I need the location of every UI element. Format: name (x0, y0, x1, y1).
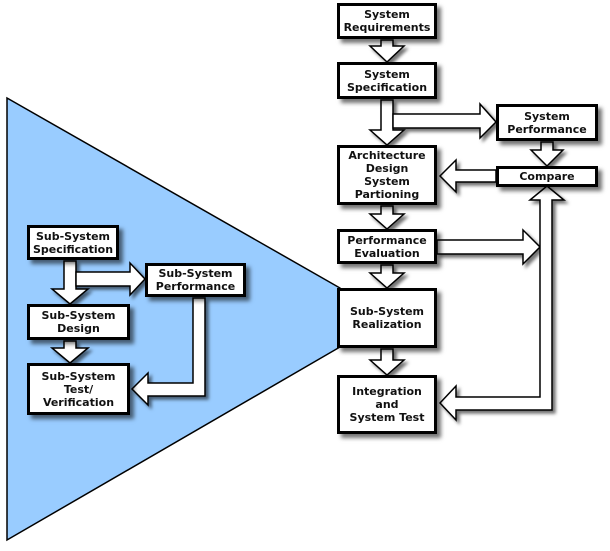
arrow-specification-to-performance (392, 102, 498, 140)
arrow-specification-to-architecture (368, 99, 406, 147)
arrow-requirements-to-specification (368, 39, 406, 64)
arrow-compare-to-architecture (438, 158, 497, 194)
arrow-evaluation-to-realization (368, 264, 406, 290)
subsystem-realization-box: Sub-System Realization (337, 288, 437, 348)
integration-system-test-box: Integration and System Test (337, 375, 437, 434)
arrow-feedback-loop (438, 185, 567, 422)
subsystem-test-verification-box: Sub-System Test/ Verification (27, 363, 130, 415)
arrow-performance-to-compare (529, 141, 565, 168)
arrow-subspec-to-subdesign (49, 260, 91, 305)
performance-evaluation-box: Performance Evaluation (337, 229, 437, 264)
arrow-subperformance-to-subtest (130, 297, 206, 407)
arrow-architecture-to-evaluation (368, 205, 406, 231)
arrow-realization-to-integration (368, 348, 406, 377)
subsystem-design-box: Sub-System Design (27, 304, 130, 340)
system-performance-box: System Performance (496, 104, 598, 141)
system-specification-box: System Specification (337, 62, 437, 99)
compare-box: Compare (496, 166, 598, 187)
arrow-subdesign-to-subtest (49, 340, 91, 364)
subsystem-specification-box: Sub-System Specification (27, 225, 119, 260)
system-requirements-box: System Requirements (337, 3, 437, 39)
subsystem-performance-box: Sub-System Performance (145, 263, 246, 297)
arrow-evaluation-to-feedback (436, 228, 542, 266)
architecture-design-box: Architecture Design System Partioning (337, 145, 437, 205)
arrow-subspec-to-subperformance (75, 261, 147, 297)
